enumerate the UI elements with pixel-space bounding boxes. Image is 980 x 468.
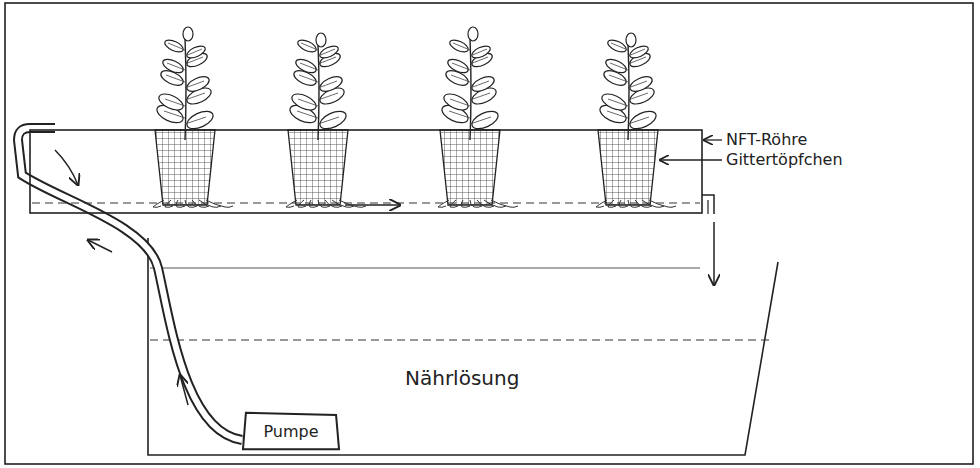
leaf-vein xyxy=(628,49,645,56)
leaf xyxy=(442,91,471,114)
leaf-vein xyxy=(165,99,185,106)
root xyxy=(176,200,185,207)
leaf xyxy=(317,108,348,133)
leaf-vein xyxy=(610,63,628,70)
leaf-vein xyxy=(167,63,185,70)
leaf xyxy=(604,57,628,76)
leaf-vein xyxy=(452,63,470,70)
leaf xyxy=(185,44,207,61)
root xyxy=(206,200,233,207)
leaf-vein xyxy=(470,81,489,88)
root xyxy=(450,200,458,207)
leaf xyxy=(163,38,185,55)
leaf-vein xyxy=(318,93,338,100)
stem xyxy=(470,38,471,140)
leaf xyxy=(446,57,470,76)
leaf-vein xyxy=(318,81,337,88)
root xyxy=(461,200,470,207)
leaf-vein xyxy=(166,75,185,82)
root xyxy=(484,200,506,207)
leaf-vein xyxy=(450,99,470,106)
leaf-vein xyxy=(185,49,202,56)
root xyxy=(165,200,173,207)
solution-label: Nährlösung xyxy=(405,366,519,390)
stem xyxy=(318,44,319,140)
root xyxy=(339,200,366,207)
leaf-vein xyxy=(297,111,318,118)
leaf xyxy=(626,33,636,47)
leaf-vein xyxy=(185,117,206,124)
leaf-vein xyxy=(185,93,205,100)
grid-pot xyxy=(288,130,348,205)
leaf xyxy=(318,74,345,95)
leaf xyxy=(470,74,497,95)
leaf-vein xyxy=(470,93,490,100)
leaf xyxy=(448,38,470,55)
stem xyxy=(185,38,186,140)
leaf xyxy=(606,38,628,55)
grid-pot xyxy=(598,130,658,205)
root xyxy=(619,200,628,207)
leaf-vein xyxy=(449,111,470,118)
leaf-vein xyxy=(168,43,185,50)
leaf xyxy=(470,44,492,61)
leaf xyxy=(185,74,212,95)
leaf-vein xyxy=(300,63,318,70)
leaf-vein xyxy=(185,81,204,88)
leaf xyxy=(296,38,318,55)
leaf-vein xyxy=(451,75,470,82)
leaf-vein xyxy=(164,111,185,118)
leaf xyxy=(290,91,319,114)
leaf-vein xyxy=(318,117,339,124)
leaf xyxy=(469,108,500,133)
leaf-vein xyxy=(453,43,470,50)
leaf xyxy=(161,57,185,76)
stem xyxy=(628,44,629,140)
root xyxy=(199,200,221,207)
root xyxy=(491,200,518,207)
leaf-vein xyxy=(628,81,647,88)
leaf xyxy=(316,33,326,47)
leaf-vein xyxy=(470,49,487,56)
leaf-vein xyxy=(609,75,628,82)
root xyxy=(649,200,676,207)
leaf-vein xyxy=(628,117,649,124)
leaf-vein xyxy=(299,75,318,82)
leaf xyxy=(183,27,193,41)
pump-box: Pumpe xyxy=(242,412,340,450)
leaf xyxy=(627,108,658,133)
leaf-vein xyxy=(470,117,491,124)
root xyxy=(596,200,607,207)
leaf-vein xyxy=(607,111,628,118)
grid-pot xyxy=(155,130,215,205)
root xyxy=(153,200,164,207)
leaf xyxy=(294,57,318,76)
root xyxy=(309,200,318,207)
pump-label: Pumpe xyxy=(263,422,318,441)
leaf xyxy=(628,74,655,95)
leaf xyxy=(600,91,629,114)
root xyxy=(298,200,306,207)
leaf-vein xyxy=(298,99,318,106)
leaf-vein xyxy=(628,93,648,100)
root xyxy=(332,200,354,207)
root xyxy=(286,200,297,207)
root xyxy=(438,200,449,207)
leaf xyxy=(157,91,186,114)
root xyxy=(642,200,664,207)
leaf-vein xyxy=(301,43,318,50)
leaf-vein xyxy=(318,49,335,56)
leaf xyxy=(468,27,478,41)
part-label: Gittertöpfchen xyxy=(726,150,843,169)
leaf-vein xyxy=(608,99,628,106)
root xyxy=(608,200,616,207)
leaf xyxy=(184,108,215,133)
leaf-vein xyxy=(611,43,628,50)
part-label: NFT-Röhre xyxy=(726,130,807,149)
grid-pot xyxy=(440,130,500,205)
